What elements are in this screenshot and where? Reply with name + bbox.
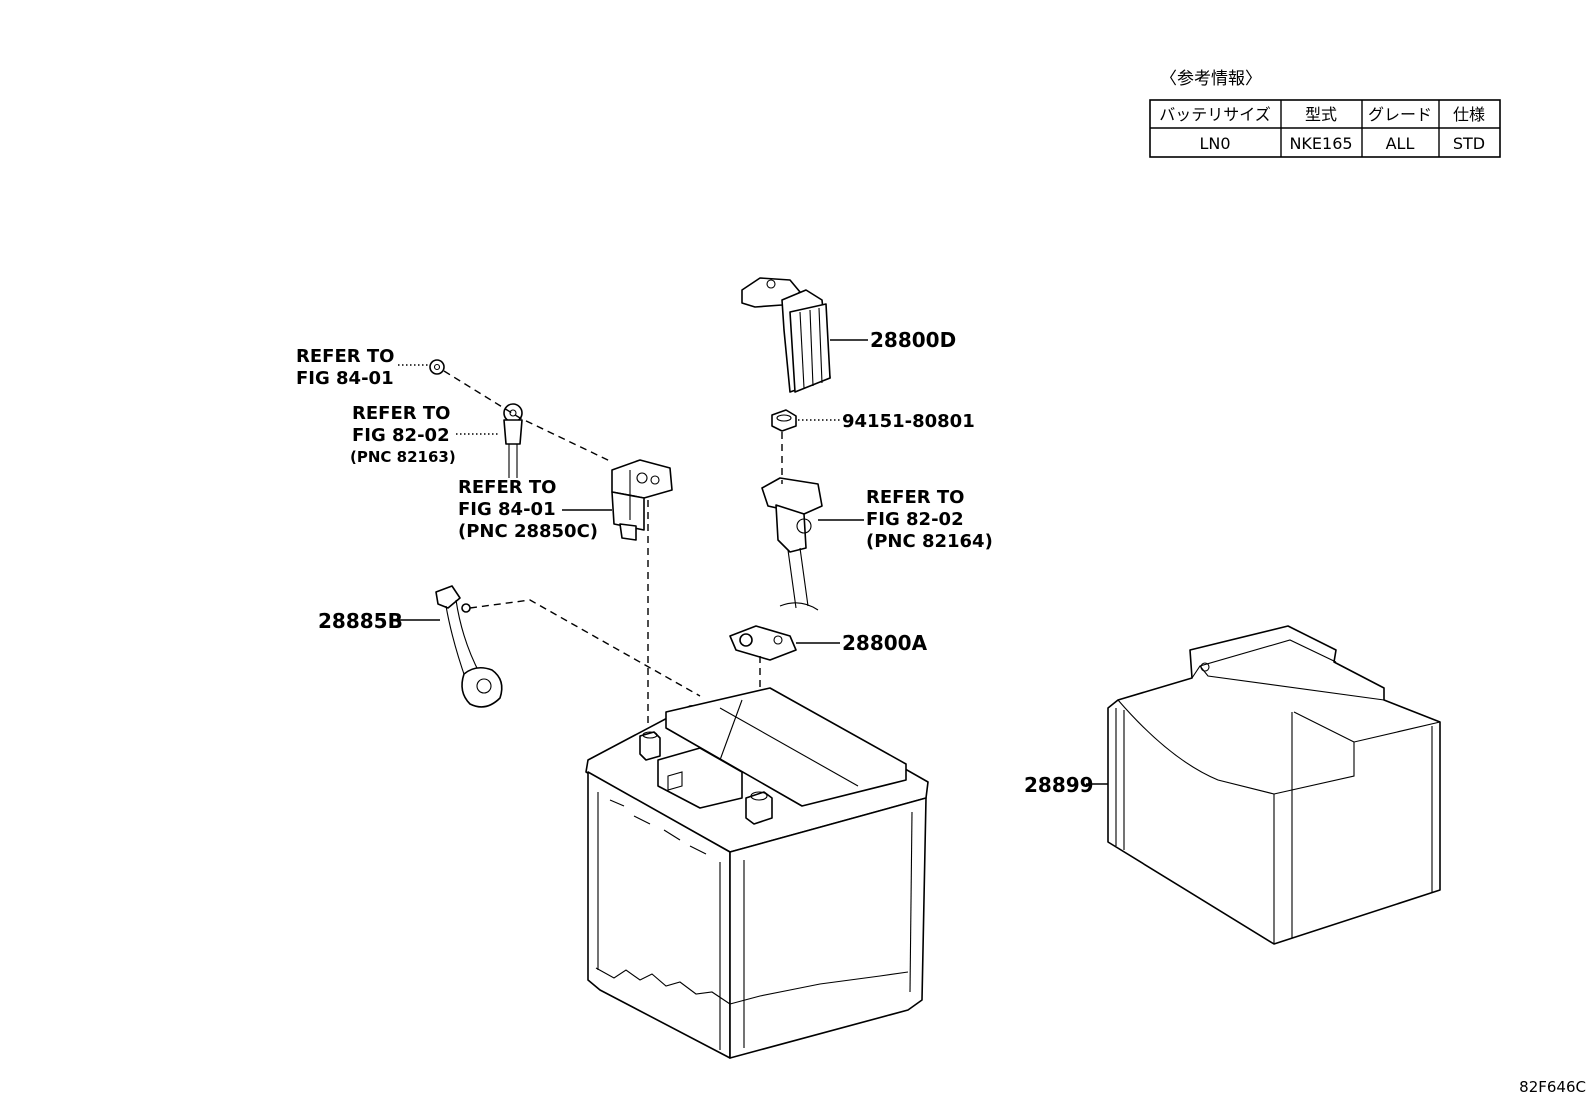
table-header-grade: グレード [1368,105,1432,124]
negative-cable-28885B [435,585,503,708]
battery-insulator-28899 [1107,625,1441,945]
reference-info-heading: 〈参考情報〉 [1160,69,1262,89]
table-header-battery-size: バッテリサイズ [1159,105,1271,124]
ground-lug-terminal [503,403,523,478]
small-nut [429,359,445,375]
battery [585,687,929,1059]
table-cell-model: NKE165 [1289,134,1352,153]
ref1-line2: FIG 84-01 [296,368,394,389]
ref2-line1: REFER TO [352,403,450,424]
table-header-spec: 仕様 [1453,105,1485,124]
callout-28800D: 28800D [870,328,956,352]
ref4-line1: REFER TO [866,487,964,508]
ref2-line2: FIG 82-02 [352,425,450,446]
callout-28800A: 28800A [842,631,928,655]
figure-code: 82F646C [1519,1078,1586,1096]
battery-sensor-terminal [611,459,673,541]
ref3-line2: FIG 84-01 [458,499,556,520]
ref3-line1: REFER TO [458,477,556,498]
callout-28885B: 28885B [318,609,403,633]
nut-94151-80801 [771,409,797,432]
ref2-line3: (PNC 82163) [350,448,456,466]
terminal-cover-28800D [741,277,831,393]
table-header-model: 型式 [1305,105,1337,124]
positive-terminal-28800A [729,625,797,661]
reference-info-table: 〈参考情報〉 バッテリサイズ 型式 グレード 仕様 LN0 NKE165 ALL… [1149,69,1501,158]
table-cell-battery-size: LN0 [1199,134,1230,153]
ref1-line1: REFER TO [296,346,394,367]
callout-94151-80801: 94151-80801 [842,411,975,432]
ref4-line3: (PNC 82164) [866,531,993,552]
table-cell-spec: STD [1453,134,1485,153]
ref3-line3: (PNC 28850C) [458,521,598,542]
positive-cable-clamp [761,477,823,611]
ref4-line2: FIG 82-02 [866,509,964,530]
callout-28899: 28899 [1024,773,1094,797]
table-cell-grade: ALL [1386,134,1415,153]
